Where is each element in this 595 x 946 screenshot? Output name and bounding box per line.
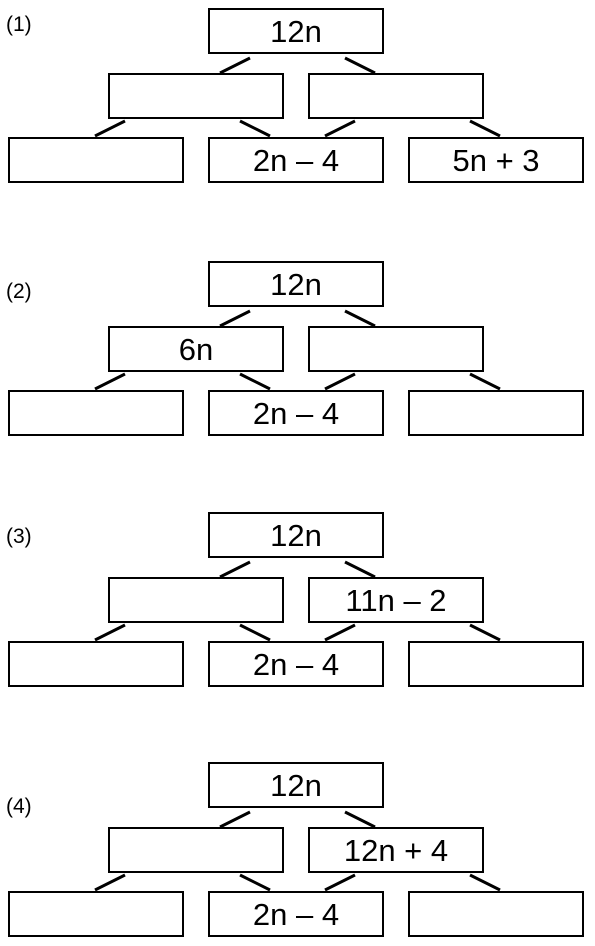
connector-lines <box>94 56 501 138</box>
bottom-right-cell <box>408 891 584 937</box>
middle-left-cell <box>108 827 284 873</box>
bottom-right-cell <box>408 390 584 436</box>
problem-label: (1) <box>6 13 32 36</box>
middle-left-cell <box>108 577 284 623</box>
pyramid-1: (1) 12n 2n – 4 5n + 3 <box>0 6 595 191</box>
connector-lines <box>94 560 501 642</box>
bottom-left-cell <box>8 390 184 436</box>
bottom-right-cell <box>408 641 584 687</box>
pyramid-4: (4) 12n 12n + 4 2n – 4 <box>0 760 595 945</box>
connector-lines <box>94 810 501 892</box>
top-cell: 12n <box>208 261 384 307</box>
connector-lines <box>94 309 501 391</box>
bottom-middle-cell: 2n – 4 <box>208 137 384 183</box>
middle-left-cell: 6n <box>108 326 284 372</box>
problem-label: (4) <box>6 795 32 818</box>
bottom-right-cell: 5n + 3 <box>408 137 584 183</box>
bottom-middle-cell: 2n – 4 <box>208 390 384 436</box>
bottom-left-cell <box>8 137 184 183</box>
middle-right-cell: 12n + 4 <box>308 827 484 873</box>
bottom-left-cell <box>8 891 184 937</box>
middle-right-cell <box>308 73 484 119</box>
top-cell: 12n <box>208 512 384 558</box>
problem-label: (3) <box>6 525 32 548</box>
bottom-middle-cell: 2n – 4 <box>208 891 384 937</box>
middle-right-cell <box>308 326 484 372</box>
pyramid-3: (3) 12n 11n – 2 2n – 4 <box>0 510 595 695</box>
problem-label: (2) <box>6 280 32 303</box>
top-cell: 12n <box>208 762 384 808</box>
pyramid-2: (2) 12n 6n 2n – 4 <box>0 259 595 444</box>
middle-right-cell: 11n – 2 <box>308 577 484 623</box>
top-cell: 12n <box>208 8 384 54</box>
bottom-left-cell <box>8 641 184 687</box>
middle-left-cell <box>108 73 284 119</box>
bottom-middle-cell: 2n – 4 <box>208 641 384 687</box>
